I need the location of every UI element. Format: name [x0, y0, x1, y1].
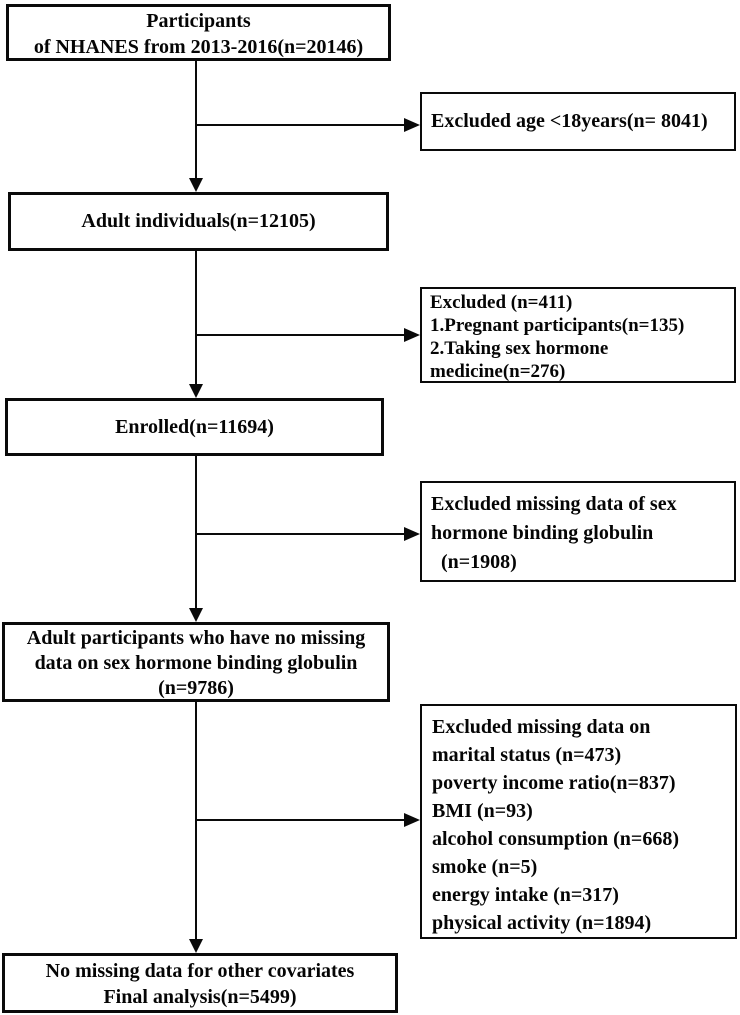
text-line: data on sex hormone binding globulin: [34, 652, 358, 674]
arrow-right-icon: [404, 328, 420, 342]
main-box-participants: Participants of NHANES from 2013-2016(n=…: [6, 4, 391, 61]
text-line: energy intake (n=317): [432, 884, 619, 906]
main-box-no-missing-shbg: Adult participants who have no missing d…: [2, 622, 390, 702]
text-line: hormone binding globulin: [431, 522, 654, 544]
text-line: alcohol consumption (n=668): [432, 828, 679, 850]
arrow-down-icon: [189, 608, 203, 622]
arrow-right-icon: [404, 813, 420, 827]
text-line: 2.Taking sex hormone: [430, 338, 609, 359]
connector-line-right-4: [195, 819, 405, 821]
arrow-right-icon: [404, 527, 420, 541]
arrow-right-icon: [404, 118, 420, 132]
connector-line-down-1: [195, 61, 197, 179]
text-line: Final analysis(n=5499): [103, 986, 297, 1008]
text-line: Excluded missing data on: [432, 716, 651, 738]
exclusion-box-age: Excluded age <18years(n= 8041): [420, 92, 736, 151]
connector-line-right-3: [195, 533, 405, 535]
exclusion-box-missing-covariates: Excluded missing data on marital status …: [420, 704, 737, 939]
text-line: BMI (n=93): [432, 800, 533, 822]
text-line: medicine(n=276): [430, 361, 566, 382]
text-line: Adult individuals(n=12105): [81, 210, 316, 232]
text-line: Excluded age <18years(n= 8041): [431, 110, 708, 132]
connector-line-right-2: [195, 334, 405, 336]
arrow-down-icon: [189, 178, 203, 192]
exclusion-box-pregnant-hormone: Excluded (n=411) 1.Pregnant participants…: [420, 287, 736, 383]
text-line: (n=9786): [158, 677, 234, 699]
main-box-enrolled: Enrolled(n=11694): [5, 398, 384, 456]
text-line: Excluded (n=411): [430, 292, 573, 313]
text-line: Excluded missing data of sex: [431, 493, 677, 515]
text-line: poverty income ratio(n=837): [432, 772, 676, 794]
text-line: (n=1908): [431, 551, 517, 573]
exclusion-box-missing-shbg: Excluded missing data of sex hormone bin…: [420, 481, 736, 582]
text-line: Adult participants who have no missing: [26, 627, 366, 649]
connector-line-down-2: [195, 251, 197, 385]
arrow-down-icon: [189, 939, 203, 953]
text-line: 1.Pregnant participants(n=135): [430, 315, 685, 336]
text-line: Participants: [146, 10, 251, 32]
main-box-final-analysis: No missing data for other covariates Fin…: [2, 953, 398, 1013]
text-line: marital status (n=473): [432, 744, 622, 766]
text-line: smoke (n=5): [432, 856, 538, 878]
arrow-down-icon: [189, 384, 203, 398]
text-line: Enrolled(n=11694): [115, 415, 274, 438]
text-line: physical activity (n=1894): [432, 912, 652, 934]
main-box-adult-individuals: Adult individuals(n=12105): [8, 192, 389, 251]
connector-line-right-1: [195, 124, 405, 126]
text-line: of NHANES from 2013-2016(n=20146): [33, 36, 364, 58]
text-line: No missing data for other covariates: [45, 960, 355, 982]
connector-line-down-3: [195, 456, 197, 608]
